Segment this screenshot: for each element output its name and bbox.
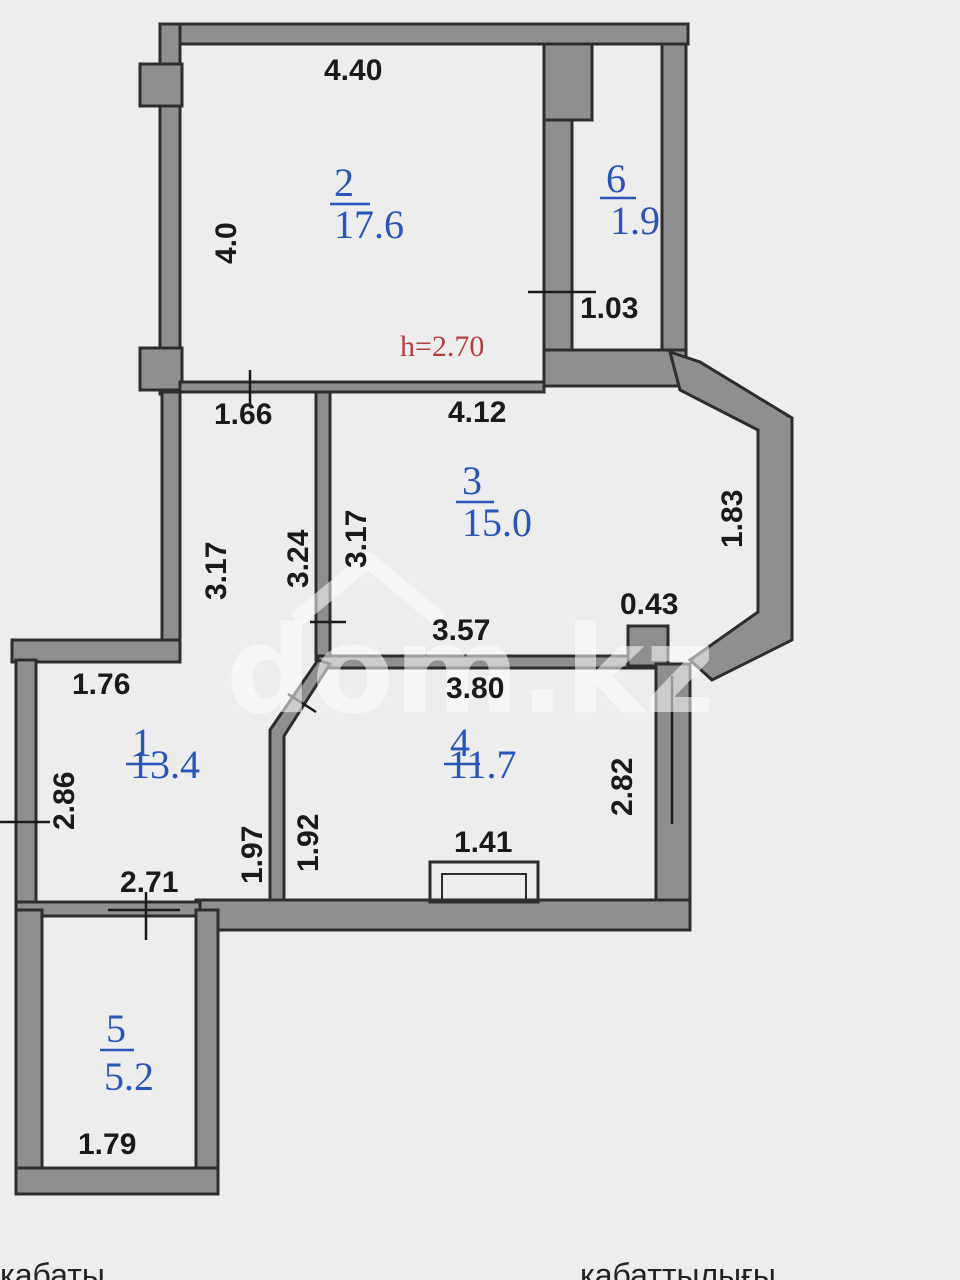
watermark-text: dom.kz [226,602,715,741]
room-area: 13.4 [130,742,200,787]
wall-hall-left [160,390,182,648]
room-number: 6 [606,156,626,201]
dim-room4-right: 2.82 [606,758,639,816]
dim-room1-width-bottom: 2.71 [120,866,178,899]
dim-room5-width: 1.79 [78,1128,136,1161]
dim-room6-width: 1.03 [580,292,638,325]
wall-room6-right [660,42,688,358]
dim-room3-width-bottom: 3.57 [432,614,490,647]
room-number: 3 [462,458,482,503]
wall-room5-bottom [14,1166,220,1196]
wall-bottom-main [194,898,692,932]
room-1-label: 1 13.4 [126,720,200,787]
room-number: 5 [106,1006,126,1051]
room-area: 1.9 [610,198,660,243]
watermark: dom.kz [226,552,715,741]
dim-room3-width-top: 4.12 [448,396,506,429]
dimensions: 4.40 4.0 1.03 1.66 4.12 1.83 3.17 3.24 3… [48,54,749,1161]
dim-hall-width: 1.66 [214,398,272,431]
pillar-top-left [138,62,184,108]
wall-room1-left [14,658,38,912]
wall-room1-top [10,638,182,664]
dim-corner: 0.43 [620,588,678,621]
wall-room5-left [14,908,44,1196]
dim-room4-window: 1.41 [454,826,512,859]
openings [0,290,674,940]
wall-room6-bottom [542,348,688,388]
room-6-label: 6 1.9 [600,156,660,243]
room-area: 5.2 [104,1054,154,1099]
dim-room4-left: 1.92 [292,814,325,872]
watermark-roof-icon [290,552,446,627]
radiator-niche [428,860,540,904]
pillar-corner [626,624,670,668]
wall-room5-right [194,908,220,1196]
dim-hall-right: 3.24 [282,529,315,588]
dim-hall-left: 3.17 [200,542,233,600]
walls [10,22,794,1196]
room-3-label: 3 15.0 [456,458,532,545]
dim-room1-right: 1.97 [236,826,269,884]
dim-room1-depth: 2.86 [48,772,81,830]
footer-left-text: кабаты [0,1257,105,1280]
room-2-label: 2 17.6 [330,160,404,247]
room-number: 4 [450,720,470,765]
room-number: 2 [334,160,354,205]
dim-room4-width-top: 3.80 [446,672,504,705]
dim-room3-side: 1.83 [716,490,749,548]
pillar-mid-left [138,346,184,392]
wall-bay [667,349,794,682]
dim-room2-depth: 4.0 [210,222,243,264]
dim-room3-left: 3.17 [340,510,373,568]
pillar-room6-top [542,42,594,122]
ceiling-height: h=2.70 [400,330,484,363]
dim-room1-width-top: 1.76 [72,668,130,701]
wall-top [158,22,690,46]
room-number: 1 [132,720,152,765]
room-area: 17.6 [334,202,404,247]
room-area: 11.7 [448,742,517,787]
room-5-label: 5 5.2 [100,1006,154,1099]
room-area: 15.0 [462,500,532,545]
footer-right-text: кабаттылығы [580,1257,776,1280]
radiator-inner [441,873,527,901]
dim-room2-width: 4.40 [324,54,382,87]
wall-room2-bottom [178,380,546,394]
door-room4-mark [287,692,317,714]
room-4-label: 4 11.7 [444,720,517,787]
